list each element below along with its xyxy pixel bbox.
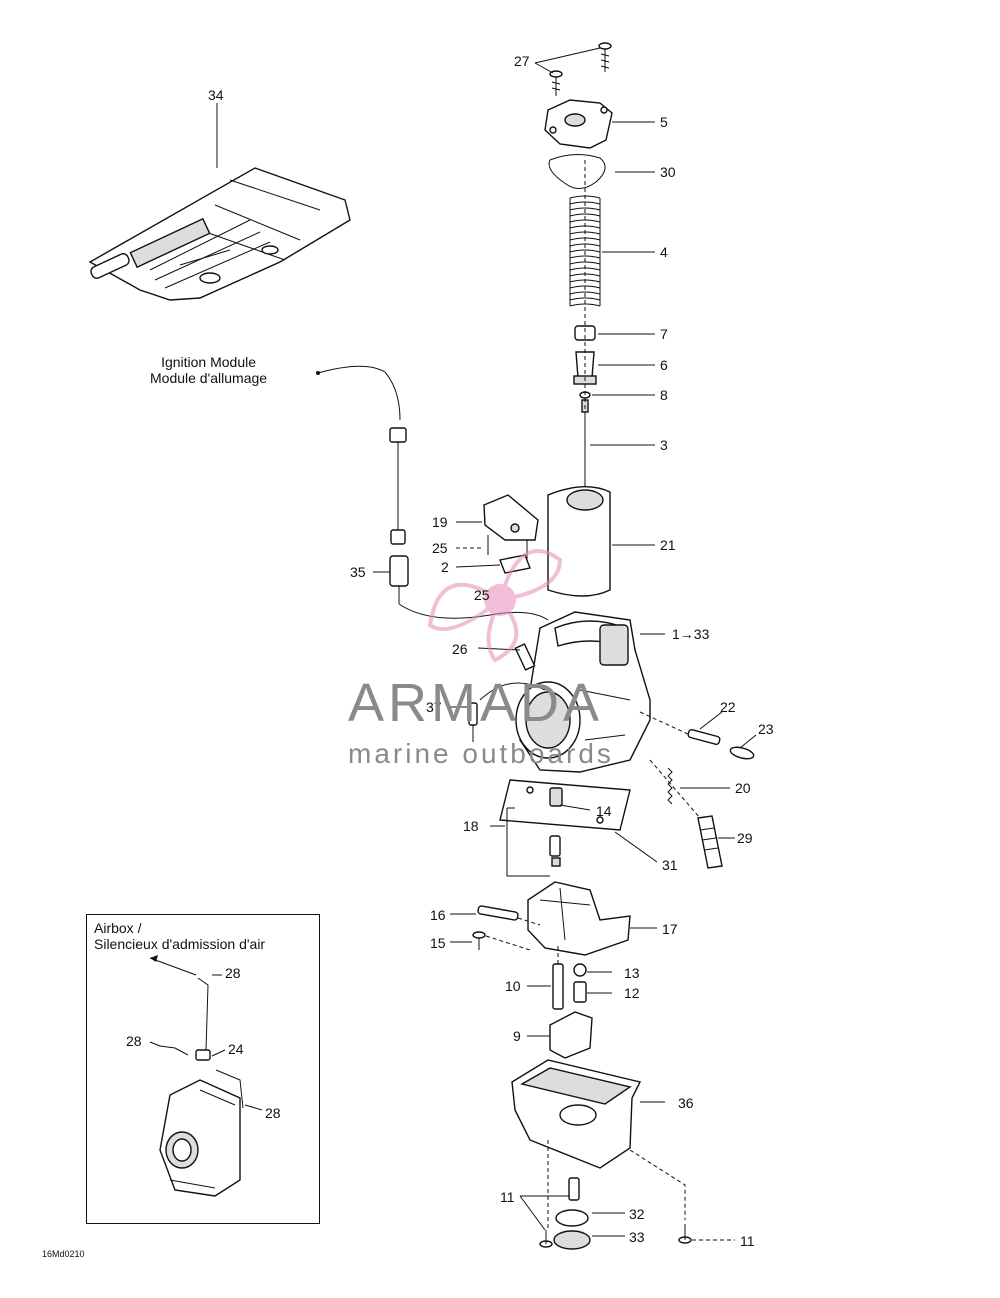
callout-6: 6 — [660, 357, 668, 373]
callout-31: 31 — [662, 857, 678, 873]
pilot-screw — [468, 702, 478, 742]
ignition-module-label-en: Ignition Module — [161, 354, 257, 370]
callout-5: 5 — [660, 114, 668, 130]
watermark-tagline: marine outboards — [348, 738, 614, 769]
airbox-label-fr: Silencieux d'admission d'air — [94, 936, 266, 952]
callout-37: 37 — [426, 699, 442, 715]
callout-10: 10 — [505, 978, 521, 994]
callout-28-top: 28 — [225, 965, 241, 981]
choke-plunger — [639, 711, 755, 760]
callout-labels: 27 5 30 4 7 6 8 3 34 19 21 25 2 35 25 1→… — [126, 53, 774, 1249]
ignition-module-label: Ignition Module Module d'allumage — [150, 354, 267, 386]
callout-25-top: 25 — [432, 540, 448, 556]
top-screws — [549, 42, 612, 96]
cable-guide — [483, 494, 539, 574]
callout-28-right: 28 — [265, 1105, 281, 1121]
callout-12: 12 — [624, 985, 640, 1001]
callout-22: 22 — [720, 699, 736, 715]
bypass-hose — [479, 682, 546, 701]
float-bowl-gasket — [499, 779, 631, 867]
callout-16: 16 — [430, 907, 446, 923]
watermark-brand: ARMADA — [348, 673, 604, 733]
airbox-label: Airbox / Silencieux d'admission d'air — [94, 920, 265, 952]
tool-kit-illustration — [88, 167, 351, 301]
bowl-hardware — [539, 1177, 692, 1250]
callout-2: 2 — [441, 559, 449, 575]
callout-29: 29 — [737, 830, 753, 846]
callout-34: 34 — [208, 87, 224, 103]
callout-27: 27 — [514, 53, 530, 69]
callout-7: 7 — [660, 326, 668, 342]
callout-35: 35 — [350, 564, 366, 580]
choke-spring-and-screw — [667, 767, 723, 869]
ignition-lead — [316, 365, 549, 621]
float-pin-and-screw — [472, 905, 541, 951]
callout-36: 36 — [678, 1095, 694, 1111]
airbox-inset-drawing — [149, 955, 244, 1197]
callout-19: 19 — [432, 514, 448, 530]
jets — [552, 963, 587, 1010]
callout-21: 21 — [660, 537, 676, 553]
callout-32: 32 — [629, 1206, 645, 1222]
callout-24: 24 — [228, 1041, 244, 1057]
cap-gasket — [548, 154, 606, 189]
callout-3: 3 — [660, 437, 668, 453]
callout-13: 13 — [624, 965, 640, 981]
callout-25-bottom: 25 — [474, 587, 490, 603]
ignition-module-label-fr: Module d'allumage — [150, 370, 268, 386]
callout-1-33: 1→33 — [672, 626, 710, 642]
airbox-label-en: Airbox / — [94, 920, 142, 936]
callout-8: 8 — [660, 387, 668, 403]
callout-23: 23 — [758, 721, 774, 737]
baffle — [549, 1011, 593, 1059]
callout-15: 15 — [430, 935, 446, 951]
throttle-slide — [547, 485, 611, 597]
callout-30: 30 — [660, 164, 676, 180]
callout-11-right: 11 — [740, 1233, 755, 1249]
callout-26: 26 — [452, 641, 468, 657]
callout-20: 20 — [735, 780, 751, 796]
callout-17: 17 — [662, 921, 678, 937]
carburetor-body — [514, 611, 651, 773]
callout-33: 33 — [629, 1229, 645, 1245]
carb-cap — [544, 99, 613, 149]
callout-18: 18 — [463, 818, 479, 834]
watermark-logo-icon — [427, 549, 563, 663]
drawing-code: 16Md0210 — [42, 1249, 85, 1259]
callout-11-left: 11 — [500, 1189, 515, 1205]
callout-14: 14 — [596, 803, 612, 819]
callout-9: 9 — [513, 1028, 521, 1044]
float-bowl — [511, 1059, 642, 1169]
callout-28-left: 28 — [126, 1033, 142, 1049]
float — [527, 881, 631, 956]
callout-4: 4 — [660, 244, 668, 260]
airbox-inset-frame — [86, 914, 320, 1224]
